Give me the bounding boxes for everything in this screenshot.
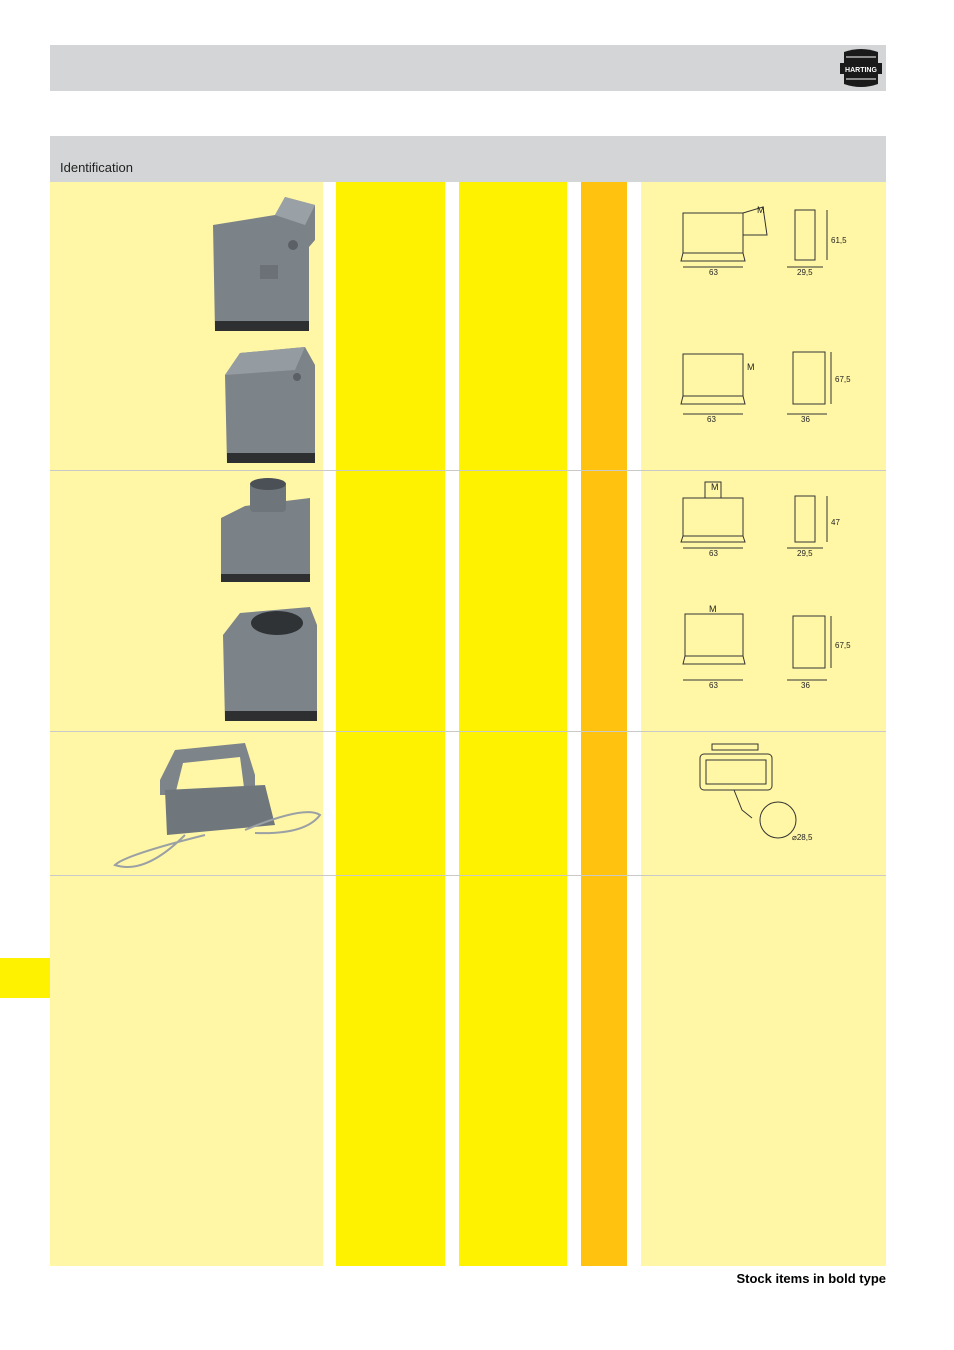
drawing-2-width: 63	[707, 415, 716, 424]
dimension-drawing-5: ⌀28,5	[699, 743, 813, 842]
drawing-4-depth: 36	[801, 681, 810, 690]
drawing-1-depth: 29,5	[797, 268, 813, 277]
column-2	[336, 182, 445, 1266]
harting-logo: HARTING	[840, 49, 882, 87]
drawing-4-width: 63	[709, 681, 718, 690]
top-banner	[50, 45, 886, 91]
drawing-2-depth: 36	[801, 415, 810, 424]
drawings-column	[641, 182, 886, 1266]
column-4	[581, 182, 627, 1266]
row-divider	[50, 875, 886, 876]
drawing-1-thread: M	[757, 205, 765, 215]
dimension-drawing-4: 63 M 36 67,5	[682, 604, 851, 690]
dimension-drawing-3: 63 M 29,5 47	[680, 481, 840, 558]
column-3	[459, 182, 567, 1266]
logo-text: HARTING	[845, 67, 877, 74]
drawing-3-height: 47	[831, 518, 840, 527]
drawing-3-depth: 29,5	[797, 549, 813, 558]
drawing-4-thread: M	[709, 604, 717, 614]
hood-large-opening-image	[223, 607, 317, 721]
drawing-3-thread: M	[711, 482, 719, 492]
dimension-drawing-1: 63 M 29,5 61,5	[680, 205, 847, 277]
hood-side-entry-image	[213, 197, 315, 331]
drawing-1-height: 61,5	[831, 236, 847, 245]
row-divider	[50, 470, 886, 471]
table-header-bar	[50, 136, 886, 182]
drawing-5-diameter: ⌀28,5	[792, 833, 813, 842]
protective-cover-image	[113, 743, 322, 868]
drawing-1-width: 63	[709, 268, 718, 277]
drawing-3-width: 63	[709, 549, 718, 558]
drawing-2-thread: M	[747, 362, 755, 372]
hood-top-entry-image	[225, 347, 315, 463]
hood-high-construction-image	[221, 478, 310, 582]
section-tab	[0, 958, 50, 998]
identification-label: Identification	[60, 160, 133, 175]
stock-items-note: Stock items in bold type	[736, 1271, 886, 1286]
drawing-2-height: 67,5	[835, 375, 851, 384]
row-divider	[50, 731, 886, 732]
dimension-drawing-2: 63 M 36 67,5	[680, 351, 851, 424]
drawing-4-height: 67,5	[835, 641, 851, 650]
